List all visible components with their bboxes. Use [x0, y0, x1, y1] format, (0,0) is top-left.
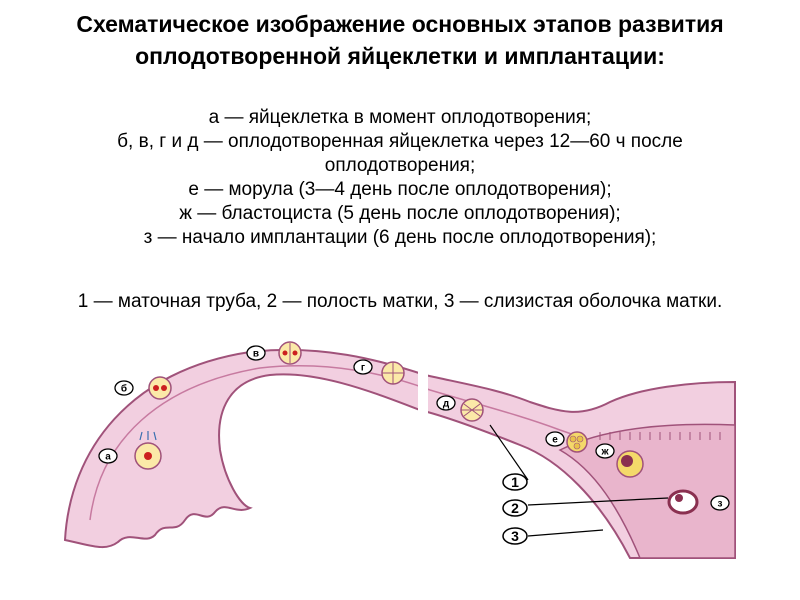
svg-text:а: а: [105, 452, 111, 463]
cell-zh: [616, 450, 644, 478]
leader-line-3: [527, 529, 604, 537]
number-badge-3: 3: [502, 527, 528, 545]
mucosa-glands: [599, 432, 721, 440]
legend-line: ж — бластоциста (5 день после оплодотвор…: [179, 203, 621, 224]
fertilization-diagram: а б в г д е ж з 1 2 3: [63, 341, 736, 559]
cell-g: [381, 361, 405, 385]
cell-v: [278, 341, 302, 365]
svg-text:1: 1: [511, 474, 519, 490]
parts-caption: 1 — маточная труба, 2 — полость матки, 3…: [77, 291, 723, 312]
svg-text:в: в: [253, 349, 259, 360]
svg-text:д: д: [443, 399, 450, 410]
stage-badge-e: е: [545, 431, 565, 447]
svg-text:2: 2: [511, 500, 519, 516]
svg-text:3: 3: [511, 528, 519, 544]
legend-line: з — начало имплантации (6 день после опл…: [143, 227, 657, 248]
legend-line: а — яйцеклетка в момент оплодотворения;: [208, 107, 592, 128]
svg-text:б: б: [121, 383, 127, 395]
cell-e: [566, 431, 588, 453]
number-badge-2: 2: [502, 499, 528, 517]
stage-badge-z: з: [710, 495, 730, 511]
stage-legend: а — яйцеклетка в момент оплодотворения; …: [0, 106, 800, 250]
stage-badge-a: а: [98, 448, 118, 464]
number-badge-1: 1: [502, 473, 528, 491]
cell-z: [667, 489, 699, 515]
leader-line-1: [489, 424, 529, 481]
title-line-1: Схематическое изображение основных этапо…: [76, 11, 724, 37]
leader-line-2: [527, 497, 669, 506]
svg-text:г: г: [361, 363, 365, 374]
segment-gap: [418, 365, 428, 425]
title-line-2: оплодотворенной яйцеклетки и имплантации…: [135, 43, 665, 69]
stage-badge-d: д: [436, 395, 456, 411]
legend-line: оплодотворения;: [324, 155, 476, 176]
stage-badge-v: в: [246, 345, 266, 361]
cell-b: [148, 376, 172, 400]
cell-d: [460, 398, 484, 422]
svg-text:ж: ж: [600, 447, 609, 458]
svg-text:е: е: [552, 435, 558, 446]
cell-a: [134, 431, 162, 470]
diagram-title: Схематическое изображение основных этапо…: [0, 8, 800, 72]
stage-badge-g: г: [353, 359, 373, 375]
legend-line: б, в, г и д — оплодотворенная яйцеклетка…: [117, 131, 683, 152]
stage-badge-b: б: [114, 380, 134, 396]
svg-text:з: з: [718, 499, 723, 510]
legend-line: е — морула (3—4 день после оплодотворени…: [188, 179, 612, 200]
stage-badge-zh: ж: [595, 443, 615, 459]
